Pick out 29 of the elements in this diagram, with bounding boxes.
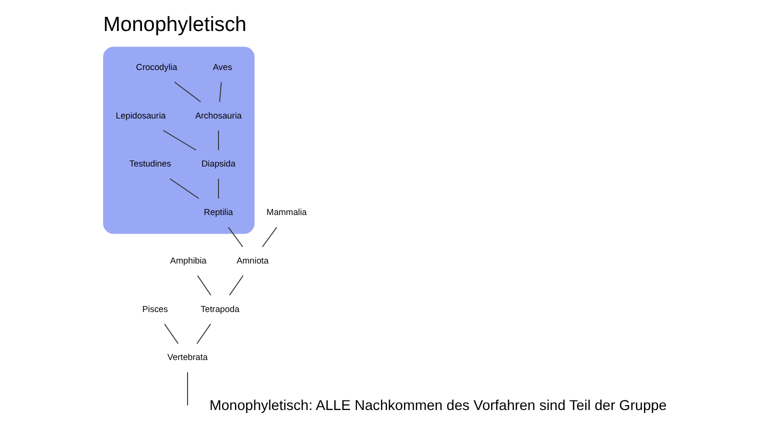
connector [218, 130, 219, 151]
node-text: Amniota [236, 255, 269, 266]
node-text: Pisces [142, 304, 168, 314]
connector [219, 82, 222, 102]
connector [170, 178, 200, 199]
node-text: Testudines [129, 158, 172, 169]
node-text: Mammalia [266, 207, 307, 218]
connector [187, 372, 188, 406]
connector [229, 275, 244, 296]
connector [262, 226, 278, 248]
diagram-title: Monophyletisch [103, 13, 246, 36]
connector [162, 130, 196, 151]
connector [164, 324, 179, 344]
node-text: Aves [212, 62, 232, 72]
node-text: Tetrapoda [200, 304, 240, 314]
node-text: Crocodylia [136, 62, 178, 72]
node-text: Reptilia [204, 207, 234, 218]
label: Monophyletisch: ALLE Nachkommen des Vorfahren sind Teil der Gruppe [209, 398, 667, 414]
node-text: Amphibia [170, 255, 207, 266]
connector [196, 324, 212, 344]
node-text: Archosauria [195, 110, 242, 120]
connector [174, 82, 202, 102]
connector [197, 275, 212, 296]
connector [218, 178, 219, 199]
cluster [103, 46, 255, 234]
node-text: Vertebrata [167, 352, 208, 362]
node-text: Diapsida [202, 158, 236, 169]
node-text: Lepidosauria [116, 110, 166, 120]
connector [228, 226, 244, 248]
